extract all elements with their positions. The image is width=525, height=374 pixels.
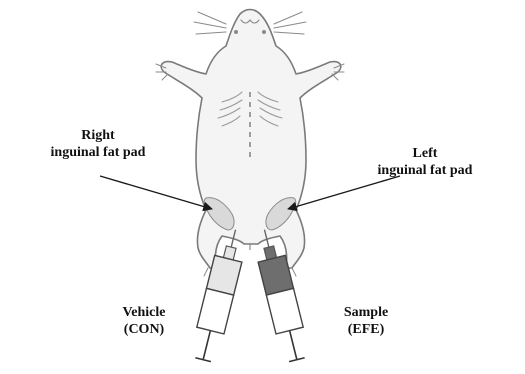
sample-label-line1: Sample <box>324 304 408 321</box>
right-pad-label-line1: Right <box>8 127 188 144</box>
vehicle-label-line2: (CON) <box>102 321 186 338</box>
sample-label: Sample (EFE) <box>324 304 408 338</box>
mouse-body <box>161 10 341 269</box>
sample-label-line2: (EFE) <box>324 321 408 338</box>
left-pad-label-line2: inguinal fat pad <box>330 162 520 179</box>
left-pad-label-line1: Left <box>330 145 520 162</box>
left-pad-label: Left inguinal fat pad <box>330 145 520 179</box>
right-pad-label: Right inguinal fat pad <box>8 127 188 161</box>
right-pad-arrow <box>100 176 212 209</box>
vehicle-label-line1: Vehicle <box>102 304 186 321</box>
right-pad-label-line2: inguinal fat pad <box>8 144 188 161</box>
vehicle-label: Vehicle (CON) <box>102 304 186 338</box>
